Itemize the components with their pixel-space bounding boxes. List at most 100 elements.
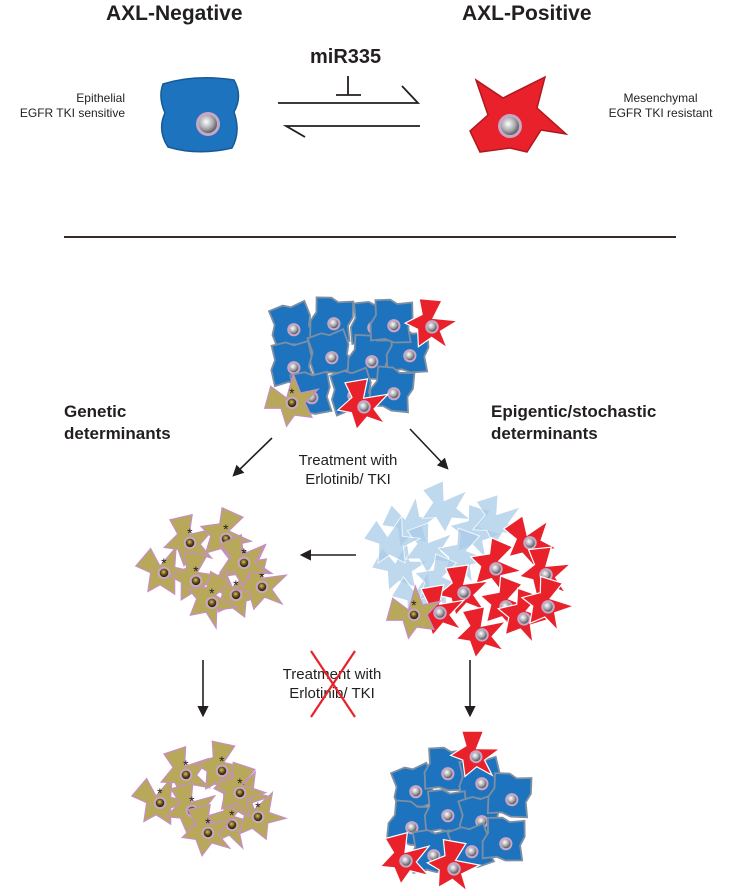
nucleus-icon bbox=[501, 117, 519, 135]
mesenchymal-cell bbox=[469, 75, 569, 153]
genetic-determinants-line: determinants bbox=[64, 424, 171, 443]
nucleus-icon bbox=[525, 538, 535, 548]
residual-cell bbox=[362, 514, 422, 565]
mutation-mark: * bbox=[187, 525, 193, 541]
mutation-mark: * bbox=[161, 555, 167, 571]
mutation-mark: * bbox=[193, 563, 199, 579]
nucleus-icon bbox=[435, 608, 445, 618]
nucleus-icon bbox=[449, 864, 459, 874]
epithelial-cell bbox=[160, 77, 240, 153]
mutant-cell: * bbox=[218, 533, 271, 588]
mutation-mark: * bbox=[183, 757, 189, 773]
mutation-mark: * bbox=[229, 807, 235, 823]
nucleus-icon bbox=[227, 820, 237, 830]
mutant-cell: * bbox=[134, 545, 195, 596]
forward-arrow bbox=[278, 85, 421, 104]
nucleus-icon bbox=[501, 839, 511, 849]
axl-positive-cell bbox=[425, 838, 482, 889]
epigenetic-line: Epigentic/stochastic bbox=[491, 402, 657, 421]
nucleus-icon bbox=[185, 538, 195, 548]
nucleus-icon bbox=[389, 389, 399, 399]
mesenchymal-line: Mesenchymal bbox=[623, 91, 698, 105]
cell-clusters: ******************** bbox=[130, 296, 576, 889]
nucleus-icon bbox=[181, 770, 191, 780]
nucleus-icon bbox=[471, 752, 481, 762]
arrow-to-epigenetic bbox=[409, 428, 449, 470]
mutant-cell: * bbox=[385, 584, 442, 640]
drug-withdrawn-line: Erlotinib/ TKI bbox=[289, 685, 375, 702]
nucleus-icon bbox=[359, 402, 369, 412]
reverse-arrow bbox=[282, 125, 420, 138]
nucleus-icon bbox=[491, 564, 501, 574]
axl-positive-cell bbox=[436, 564, 491, 617]
nucleus-icon bbox=[203, 828, 213, 838]
mutant-cell: * bbox=[180, 803, 234, 858]
epigenetic-determinants-label: Epigentic/stochastic determinants bbox=[491, 401, 656, 445]
mutant-cell: * bbox=[199, 506, 254, 566]
transition-arrows bbox=[278, 76, 421, 138]
axl-positive-header: AXL-Positive bbox=[462, 2, 592, 25]
mir335-label: miR335 bbox=[310, 46, 382, 68]
nucleus-icon bbox=[199, 115, 217, 133]
nucleus-icon bbox=[287, 398, 297, 408]
treatment-withdrawn-line: Treatment with bbox=[282, 666, 382, 683]
axl-negative-cell bbox=[481, 816, 526, 862]
mutation-mark: * bbox=[233, 577, 239, 593]
nucleus-icon bbox=[401, 856, 411, 866]
nucleus-icon bbox=[389, 321, 399, 331]
mutation-mark: * bbox=[219, 753, 225, 769]
epithelial-line: Epithelial bbox=[76, 91, 125, 105]
nucleus-icon bbox=[253, 812, 263, 822]
nucleus-icon bbox=[257, 582, 267, 592]
axl-negative-cell bbox=[369, 298, 414, 344]
inhibition-symbol bbox=[336, 76, 361, 96]
mutation-mark: * bbox=[209, 585, 215, 601]
axl-positive-cell bbox=[449, 730, 502, 778]
nucleus-icon bbox=[191, 576, 201, 586]
nucleus-icon bbox=[459, 588, 469, 598]
flow-arrows bbox=[197, 428, 476, 718]
axl-negative-header: AXL-Negative bbox=[106, 2, 243, 25]
treatment-line: Treatment with bbox=[298, 452, 398, 469]
axl-positive-cell bbox=[403, 297, 460, 350]
nucleus-icon bbox=[443, 769, 453, 779]
mutation-mark: * bbox=[289, 385, 295, 401]
drug-line: Erlotinib/ TKI bbox=[305, 471, 391, 488]
nucleus-icon bbox=[427, 322, 437, 332]
mesenchymal-description: Mesenchymal EGFR TKI resistant bbox=[598, 91, 723, 121]
mutation-mark: * bbox=[241, 545, 247, 561]
nucleus-icon bbox=[443, 811, 453, 821]
axl-positive-cell bbox=[454, 606, 508, 659]
nucleus-icon bbox=[519, 614, 529, 624]
nucleus-icon bbox=[289, 363, 299, 373]
nucleus-icon bbox=[409, 610, 419, 620]
mutation-mark: * bbox=[205, 815, 211, 831]
nucleus-icon bbox=[507, 795, 517, 805]
mutation-mark: * bbox=[237, 775, 243, 791]
treatment-cross-icon bbox=[310, 650, 356, 718]
tki-sensitive-line: EGFR TKI sensitive bbox=[19, 106, 125, 120]
axl-positive-cell bbox=[336, 378, 390, 431]
nucleus-icon bbox=[329, 319, 339, 329]
nucleus-icon bbox=[429, 851, 439, 861]
nucleus-icon bbox=[411, 787, 421, 797]
axl-positive-cell bbox=[469, 536, 524, 596]
nucleus-icon bbox=[367, 357, 377, 367]
nucleus-icon bbox=[543, 602, 553, 612]
residual-cell bbox=[421, 480, 473, 534]
nucleus-icon bbox=[239, 558, 249, 568]
axl-positive-cell bbox=[520, 575, 576, 633]
mutation-mark: * bbox=[255, 799, 261, 815]
mutant-cell: * bbox=[159, 745, 212, 800]
nucleus-icon bbox=[231, 590, 241, 600]
arrow-to-genetic bbox=[232, 437, 273, 477]
nucleus-icon bbox=[477, 779, 487, 789]
nucleus-icon bbox=[217, 766, 227, 776]
treatment-label: Treatment with Erlotinib/ TKI bbox=[268, 451, 428, 489]
nucleus-icon bbox=[289, 325, 299, 335]
genetic-determinants-label: Genetic determinants bbox=[64, 401, 171, 445]
epigenetic-determinants-line: determinants bbox=[491, 424, 598, 443]
tki-resistant-line: EGFR TKI resistant bbox=[608, 106, 713, 120]
residual-cell bbox=[404, 521, 456, 576]
